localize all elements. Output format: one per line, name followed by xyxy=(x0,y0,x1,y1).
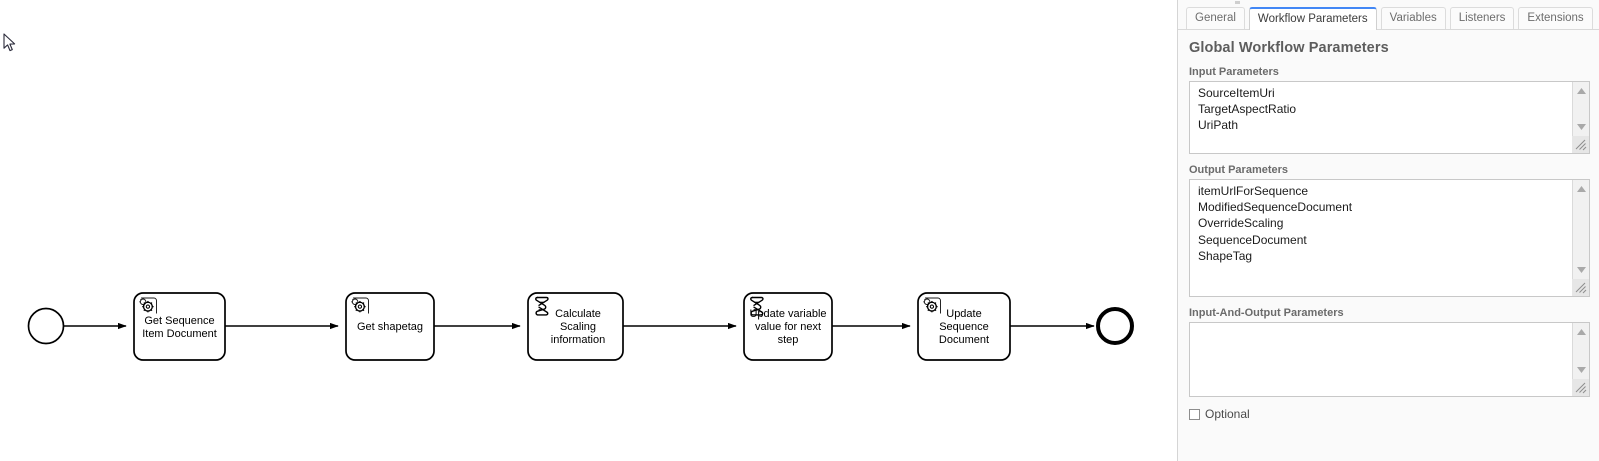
scroll-down-icon[interactable] xyxy=(1576,123,1587,131)
task-get-sequence-item-document[interactable]: Get Sequence Item Document xyxy=(133,292,226,361)
task-update-sequence-document[interactable]: Update Sequence Document xyxy=(917,292,1011,361)
task-label: step xyxy=(778,334,799,346)
output-parameters-listbox[interactable]: itemUrlForSequence ModifiedSequenceDocum… xyxy=(1189,179,1590,297)
output-parameters-items[interactable]: itemUrlForSequence ModifiedSequenceDocum… xyxy=(1190,180,1572,296)
task-label: Item Document xyxy=(142,328,217,340)
resize-grip-icon[interactable] xyxy=(1572,136,1589,153)
list-item[interactable]: OverrideScaling xyxy=(1198,216,1284,231)
gear-icon xyxy=(139,297,157,314)
input-parameters-label: Input Parameters xyxy=(1189,66,1279,78)
task-update-variable-value-for-next-step[interactable]: Update variable value for next step xyxy=(743,292,833,361)
task-label: value for next xyxy=(755,321,821,333)
task-get-shapetag[interactable]: Get shapetag xyxy=(345,292,435,361)
input-parameters-listbox[interactable]: SourceItemUri TargetAspectRatio UriPath xyxy=(1189,81,1590,154)
scroll-up-icon[interactable] xyxy=(1576,185,1587,193)
task-label: Scaling xyxy=(560,321,596,333)
tab-extensions[interactable]: Extensions xyxy=(1518,7,1593,29)
tab-variables[interactable]: Variables xyxy=(1380,7,1446,29)
task-calculate-scaling-information[interactable]: Calculate Scaling information xyxy=(527,292,624,361)
panel-top-stub-marker xyxy=(1235,1,1240,4)
script-icon xyxy=(750,296,764,316)
task-label: information xyxy=(551,334,605,346)
list-item[interactable]: ModifiedSequenceDocument xyxy=(1198,200,1353,215)
section-title: Global Workflow Parameters xyxy=(1189,40,1389,56)
task-label: Calculate xyxy=(555,308,601,320)
gear-icon xyxy=(351,297,369,314)
list-item[interactable]: itemUrlForSequence xyxy=(1198,184,1309,198)
input-and-output-parameters-items[interactable] xyxy=(1190,323,1572,396)
tab-workflow-parameters[interactable]: Workflow Parameters xyxy=(1248,7,1377,30)
optional-checkbox[interactable] xyxy=(1189,408,1200,420)
input-and-output-parameters-scrollbar[interactable] xyxy=(1572,323,1589,396)
optional-label: Optional xyxy=(1205,407,1250,421)
list-item[interactable]: ShapeTag xyxy=(1198,248,1253,263)
task-label: Sequence xyxy=(939,321,989,333)
scroll-down-icon[interactable] xyxy=(1576,366,1587,374)
optional-checkbox-row[interactable]: Optional xyxy=(1189,407,1590,421)
properties-panel: General Workflow Parameters Variables Li… xyxy=(1177,0,1599,461)
properties-tab-strip: General Workflow Parameters Variables Li… xyxy=(1178,7,1599,30)
resize-grip-icon[interactable] xyxy=(1572,379,1589,396)
input-parameters-items[interactable]: SourceItemUri TargetAspectRatio UriPath xyxy=(1190,82,1572,153)
task-label: Update variable xyxy=(749,308,826,320)
list-item[interactable]: UriPath xyxy=(1198,118,1239,133)
task-label: Get Sequence xyxy=(144,315,214,327)
scroll-down-icon[interactable] xyxy=(1576,266,1587,274)
end-event[interactable] xyxy=(1096,307,1134,345)
resize-grip-icon[interactable] xyxy=(1572,279,1589,296)
scroll-up-icon[interactable] xyxy=(1576,328,1587,336)
input-parameters-scrollbar[interactable] xyxy=(1572,82,1589,153)
list-item[interactable]: SourceItemUri xyxy=(1198,86,1275,100)
input-and-output-parameters-listbox[interactable] xyxy=(1189,322,1590,397)
list-item[interactable]: TargetAspectRatio xyxy=(1198,102,1297,117)
output-parameters-label: Output Parameters xyxy=(1189,164,1289,176)
workflow-parameters-pane: Global Workflow Parameters Input Paramet… xyxy=(1178,30,1599,461)
tab-listeners[interactable]: Listeners xyxy=(1449,7,1515,29)
output-parameters-scrollbar[interactable] xyxy=(1572,180,1589,296)
task-label: Get shapetag xyxy=(357,321,423,333)
task-label: Document xyxy=(939,334,989,346)
task-label: Update xyxy=(946,308,981,320)
start-event[interactable] xyxy=(27,307,65,345)
gear-icon xyxy=(923,297,941,314)
scroll-up-icon[interactable] xyxy=(1576,87,1587,95)
script-icon xyxy=(535,296,549,316)
tab-general[interactable]: General xyxy=(1186,7,1245,29)
panel-top-stub xyxy=(1178,0,1599,7)
input-and-output-parameters-label: Input-And-Output Parameters xyxy=(1189,307,1344,319)
diagram-canvas[interactable]: Get Sequence Item Document xyxy=(0,0,1177,461)
list-item[interactable]: SequenceDocument xyxy=(1198,232,1307,247)
